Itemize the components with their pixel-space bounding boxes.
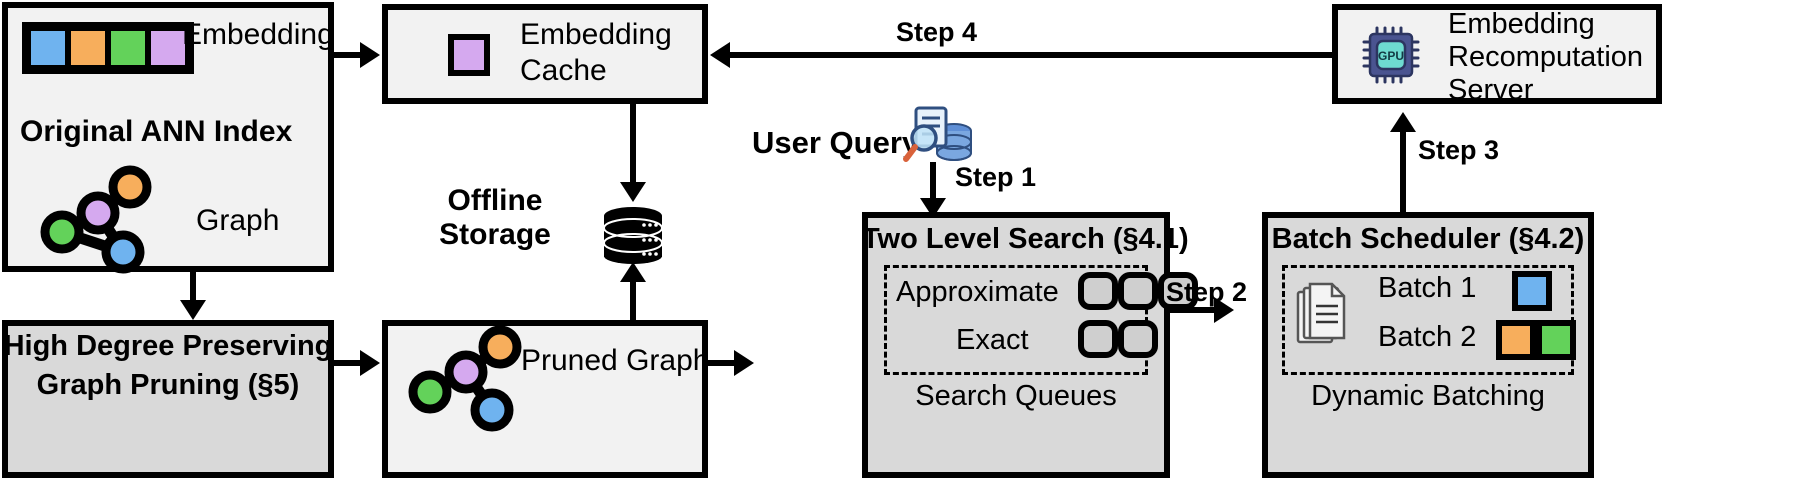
svg-text:GPU: GPU <box>1378 49 1404 63</box>
exact-slot-2 <box>1118 320 1158 358</box>
exact-slot-1 <box>1078 320 1118 358</box>
graph-pruning-title-line1: High Degree Preserving <box>3 330 333 362</box>
two-level-search-title: Two Level Search (§4.1) <box>862 223 1189 255</box>
step2-label: Step 2 <box>1166 277 1248 307</box>
connector-step1 <box>930 162 936 204</box>
dynamic-batching-footer: Dynamic Batching <box>1311 380 1545 412</box>
approximate-slot-2 <box>1118 272 1158 310</box>
arrowhead-pruning-to-pruned-graph <box>360 350 380 376</box>
arrowhead-index-to-cache <box>360 42 380 68</box>
connector-step4 <box>730 52 1332 58</box>
pruned-graph-box <box>382 320 708 478</box>
arrowhead-cache-to-storage <box>620 182 646 202</box>
connector-pruned-graph-to-search <box>708 360 740 366</box>
exact-row-label: Exact <box>956 324 1029 356</box>
arrowhead-pruned-graph-to-search <box>734 350 754 376</box>
embedding-swatch-strip <box>22 22 194 74</box>
documents-icon <box>1296 282 1352 354</box>
pruned-graph-label: Pruned Graph <box>521 344 710 377</box>
connector-step3 <box>1400 130 1406 212</box>
pruned-graph-illustration <box>400 325 540 435</box>
batch-1-label: Batch 1 <box>1378 272 1477 304</box>
recomputation-server-line1: Embedding <box>1448 8 1595 40</box>
embedding-cache-swatch <box>448 34 490 76</box>
query-magnifier-database-icon <box>902 104 974 168</box>
batch-2-swatch-green <box>1536 320 1576 360</box>
arrowhead-step3 <box>1390 112 1416 132</box>
arrowhead-index-to-pruning <box>180 300 206 320</box>
original-ann-index-title: Original ANN Index <box>20 115 293 148</box>
embedding-swatch-green <box>108 28 148 68</box>
user-query-label: User Query <box>752 125 920 160</box>
embedding-cache-title-line1: Embedding <box>520 18 672 51</box>
approximate-slot-1 <box>1078 272 1118 310</box>
arrowhead-step4 <box>710 42 730 68</box>
search-queues-footer: Search Queues <box>915 380 1117 412</box>
two-level-search-box <box>862 212 1170 478</box>
batch-scheduler-title: Batch Scheduler (§4.2) <box>1271 223 1585 255</box>
arrowhead-pruned-graph-to-storage <box>620 262 646 282</box>
graph-pruning-title-line2: Graph Pruning (§5) <box>36 369 300 401</box>
connector-step2 <box>1170 307 1220 313</box>
approximate-row-label: Approximate <box>896 276 1059 308</box>
batch-2-label: Batch 2 <box>1378 321 1477 353</box>
embedding-swatch-blue <box>28 28 68 68</box>
connector-index-to-cache <box>334 52 364 58</box>
batch-1-swatch-blue <box>1512 271 1552 311</box>
connector-cache-to-storage <box>630 104 636 186</box>
step4-label: Step 4 <box>896 17 978 47</box>
graph-label: Graph <box>196 204 280 237</box>
original-index-graph <box>30 160 170 275</box>
connector-pruned-graph-to-storage <box>630 280 636 322</box>
connector-pruning-to-pruned-graph <box>334 360 364 366</box>
embedding-cache-box <box>382 4 708 104</box>
offline-storage-label-line2: Storage <box>439 218 551 251</box>
connector-index-to-pruning <box>190 272 196 304</box>
graph-pruning-box <box>2 320 334 478</box>
embedding-cache-title-line2: Cache <box>520 54 607 87</box>
step3-label: Step 3 <box>1418 135 1500 165</box>
recomputation-server-line3: Server <box>1448 74 1534 106</box>
step1-label: Step 1 <box>955 162 1037 192</box>
embedding-label: Embedding <box>182 18 334 51</box>
arrowhead-step2 <box>1214 297 1234 323</box>
embedding-swatch-orange <box>68 28 108 68</box>
gpu-chip-icon: GPU <box>1362 26 1420 84</box>
batch-2-swatch-orange <box>1496 320 1536 360</box>
database-cylinder-icon <box>602 206 664 264</box>
recomputation-server-line2: Recomputation <box>1448 41 1644 73</box>
embedding-swatch-purple <box>148 28 188 68</box>
offline-storage-label-line1: Offline <box>447 184 543 217</box>
